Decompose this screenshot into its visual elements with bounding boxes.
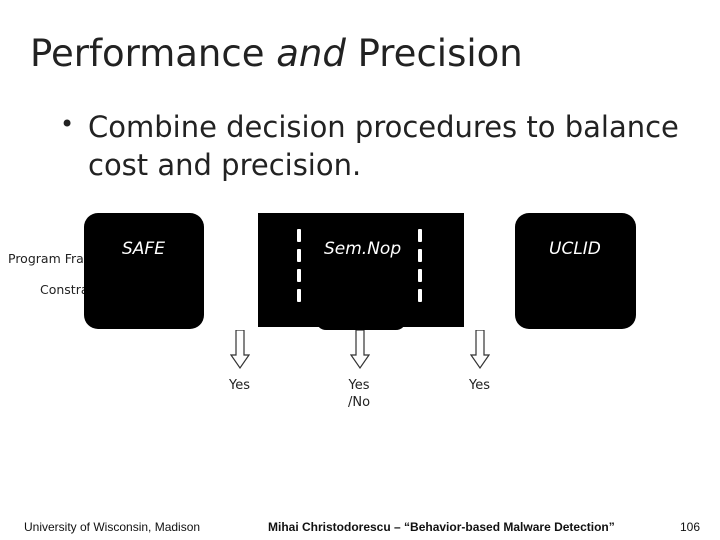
output-1-label: Yes [229,378,250,393]
down-arrow-icon [350,330,370,370]
divider-left-dash [297,269,301,282]
safe-box: SAFE [84,213,204,329]
page-number: 106 [680,520,701,534]
footer-center: Mihai Christodorescu – “Behavior-based M… [268,520,615,534]
output-2-label: Yes /No [348,377,370,411]
output-2-line-1: Yes [348,378,370,393]
down-arrow-icon [230,330,250,370]
program-fragment-label: Program Fra [8,251,84,266]
bullet-text: Combine decision procedures to balance c… [88,110,679,182]
semnop-box-protrusion [316,300,406,330]
divider-left-dash [297,289,301,302]
divider-left-dash [297,249,301,262]
divider-right-dash [418,289,422,302]
bullet-icon: • [60,110,75,138]
title-part-2: Precision [345,32,523,75]
output-3-label: Yes [469,378,490,393]
slide-title: Performance and Precision [30,32,523,75]
footer-left: University of Wisconsin, Madison [24,520,201,534]
divider-right-dash [418,249,422,262]
uclid-box: UCLID [515,213,636,329]
output-2-line-2: /No [348,395,371,410]
divider-left-dash [297,229,301,242]
safe-label: SAFE [122,239,165,259]
divider-right-dash [418,229,422,242]
uclid-label: UCLID [549,239,601,259]
title-emphasis: and [276,32,346,75]
constraints-label: Constra [40,282,89,297]
divider-right-dash [418,269,422,282]
down-arrow-icon [470,330,490,370]
title-part-1: Performance [30,32,277,75]
semnop-label: Sem.Nop [324,239,402,259]
